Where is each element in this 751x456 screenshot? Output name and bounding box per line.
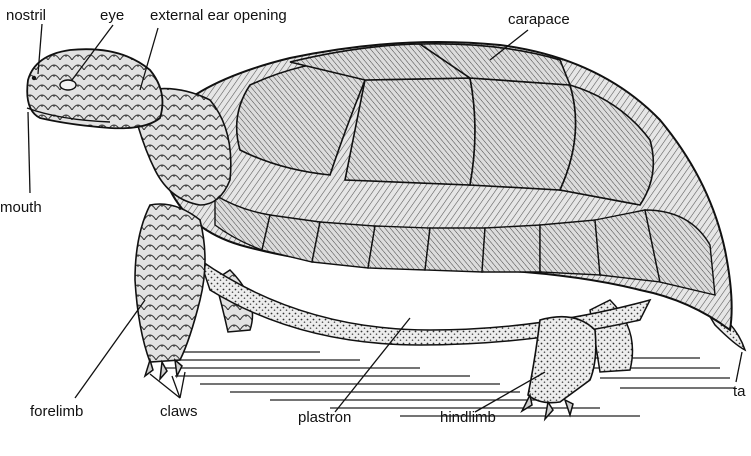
label-forelimb: forelimb: [30, 404, 83, 419]
label-nostril: nostril: [6, 8, 46, 23]
label-mouth: mouth: [0, 200, 42, 215]
label-hindlimb: hindlimb: [440, 410, 496, 425]
forelimb-shape: [135, 204, 205, 362]
eye-shape: [60, 80, 76, 90]
label-tail: ta: [733, 384, 746, 399]
label-carapace: carapace: [508, 12, 570, 27]
hindlimb-shape: [528, 317, 596, 403]
label-plastron: plastron: [298, 410, 351, 425]
mouth-leader: [28, 112, 30, 193]
forelimb-leader: [75, 300, 145, 398]
ground-shadow: [150, 352, 735, 416]
head-shape: [27, 49, 162, 128]
forelimb-claws: [145, 360, 182, 379]
nostril-shape: [32, 76, 36, 80]
label-external-ear-opening: external ear opening: [150, 8, 287, 23]
label-claws: claws: [160, 404, 198, 419]
tail-leader: [736, 352, 742, 382]
label-eye: eye: [100, 8, 124, 23]
